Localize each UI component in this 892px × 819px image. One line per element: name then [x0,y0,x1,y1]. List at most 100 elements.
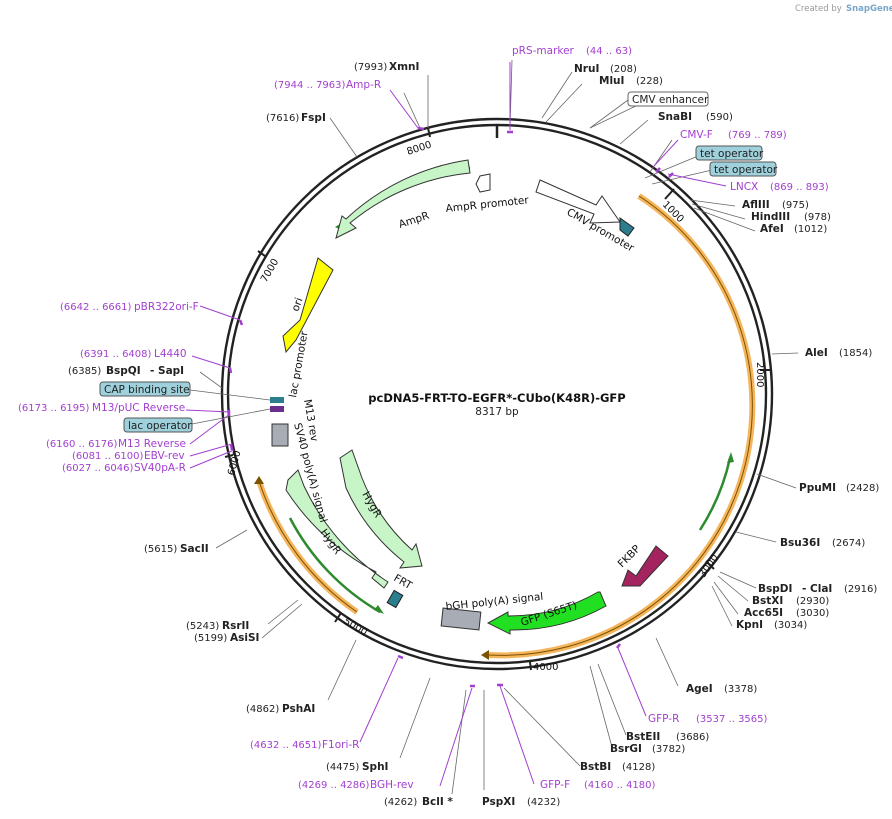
primer-pos: (6027 .. 6046) [62,463,134,474]
sv40-polya-mark[interactable] [271,423,289,447]
enzyme-name[interactable]: PspXI [482,796,515,808]
enzyme-name[interactable]: SphI [362,761,388,773]
hygr-arrow-1[interactable] [339,449,423,569]
cap-binding-label: CAP binding site [104,384,190,396]
gfp-arrow[interactable] [486,591,607,635]
primer-pos: (4632 .. 4651) [250,740,322,751]
orf-line-hygr [288,517,381,614]
cmv-enhancer-box[interactable] [627,91,709,107]
tet-operator-mark[interactable] [619,217,635,237]
enzyme-pos: (4862) [246,704,279,715]
primer-pos: (6081 .. 6100) [72,451,144,462]
tet-operator-box-1[interactable] [695,145,763,161]
tet-operator-box-2[interactable] [709,161,777,177]
enzyme-name[interactable]: XmnI [389,61,419,73]
enzyme-name[interactable]: BstBI [580,761,611,773]
enzyme-name[interactable]: AgeI [686,683,713,695]
orf-arc-left-core [258,480,358,613]
orf-line-hygr-head [374,605,384,614]
enzyme-name[interactable]: KpnI [736,619,763,631]
primer-pos: (44 .. 63) [586,46,632,57]
enzyme-name[interactable]: AfeI [760,223,784,235]
hygr-arrow-2[interactable] [285,469,389,589]
enzyme-pos: (5615) [144,544,177,555]
enzyme-name[interactable]: FspI [301,112,326,124]
primer-pos: (3537 .. 3565) [696,714,768,725]
orf-arc-right-head [481,650,489,660]
primer-pos: (6642 .. 6661) [60,302,132,313]
enzyme-pos: (208) [610,64,637,75]
feature-labels: CMV promoter AmpR AmpR promoter ori lac … [287,194,643,629]
enzyme-pos: (228) [636,76,663,87]
primer-labels: pRS-marker (44 .. 63) Amp-R (7944 .. 796… [18,45,829,791]
enzyme-name[interactable]: BclI * [422,796,453,808]
enzyme-name[interactable]: BspQI [106,365,141,377]
frt-mark[interactable] [386,589,404,609]
enzyme-name-alias[interactable]: - SapI [150,365,184,377]
ori-arrow[interactable] [282,257,334,354]
primer-name[interactable]: LNCX [730,181,758,193]
enzyme-name[interactable]: Acc65I [744,607,783,619]
primer-pos: (4160 .. 4180) [584,780,656,791]
tick-label: 8000 [406,140,434,158]
primer-name[interactable]: pRS-marker [512,45,575,57]
enzyme-name-alias[interactable]: - ClaI [802,583,832,595]
enzyme-pos: (590) [706,112,733,123]
primer-name[interactable]: GFP-F [540,779,570,791]
lac-operator-box[interactable] [123,417,193,433]
enzyme-pos: (2930) [796,596,829,607]
primer-pos: (6160 .. 6176) [46,439,118,450]
primer-pos: (4269 .. 4286) [298,780,370,791]
primer-name[interactable]: pBR322ori-F [134,301,199,313]
primer-lines [185,62,727,787]
enzyme-name[interactable]: BspDI [758,583,792,595]
cap-site-mark[interactable] [270,397,284,403]
enzyme-pos: (7616) [266,113,299,124]
ori-label: ori [290,296,306,313]
enzyme-pos: (7993) [354,62,387,73]
enzyme-pos: (6385) [68,366,101,377]
enzyme-name[interactable]: BstEII [626,731,660,743]
enzyme-name[interactable]: NruI [574,63,599,75]
ampr-promoter-arrow[interactable] [475,173,491,193]
primer-name[interactable]: L4440 [154,348,187,360]
cmv-enhancer-label: CMV enhancer [632,94,709,106]
enzyme-name[interactable]: MluI [599,75,624,87]
enzyme-pos: (2674) [832,538,865,549]
cmv-promoter-arrow[interactable] [535,179,621,224]
lac-operator-mark[interactable] [270,406,284,412]
lac-operator-label: lac operator [128,420,192,432]
primer-name[interactable]: F1ori-R [322,739,359,751]
enzyme-labels: (7993) XmnI NruI (208) MluI (228) SnaBI … [68,61,879,808]
enzyme-name[interactable]: AflIII [742,199,770,211]
enzyme-name[interactable]: Bsu36I [780,537,820,549]
enzyme-name[interactable]: SnaBI [658,111,692,123]
cap-binding-box[interactable] [99,381,191,397]
credit-text: Created by [795,4,842,14]
enzyme-name[interactable]: RsrII [222,620,249,632]
enzyme-name[interactable]: BstXI [752,595,783,607]
enzyme-name[interactable]: AleI [805,347,828,359]
enzyme-pos: (3686) [676,732,709,743]
primer-name[interactable]: SV40pA-R [134,462,186,474]
primer-name[interactable]: M13 Reverse [118,438,186,450]
primer-name[interactable]: M13/pUC Reverse [92,402,185,414]
bgh-polya-mark[interactable] [440,607,482,631]
orf-arc-left-head [254,476,264,484]
primer-name[interactable]: Amp-R [346,79,381,91]
enzyme-name[interactable]: AsiSI [230,632,259,644]
primer-name[interactable]: CMV-F [680,129,713,141]
primer-name[interactable]: GFP-R [648,713,679,725]
enzyme-name[interactable]: PshAI [282,703,315,715]
ampr-arrow[interactable] [335,159,471,239]
enzyme-name[interactable]: HindIII [751,211,790,223]
primer-name[interactable]: BGH-rev [370,779,414,791]
fkbp-label: FKBP [616,543,643,570]
fkbp-arrow[interactable] [621,545,669,587]
boxed-labels: CMV enhancer tet operator tet operator C… [99,91,778,433]
primer-name[interactable]: EBV-rev [144,450,185,462]
enzyme-name[interactable]: PpuMI [799,482,836,494]
enzyme-name[interactable]: SacII [180,543,209,555]
enzyme-name[interactable]: BsrGI [610,743,642,755]
